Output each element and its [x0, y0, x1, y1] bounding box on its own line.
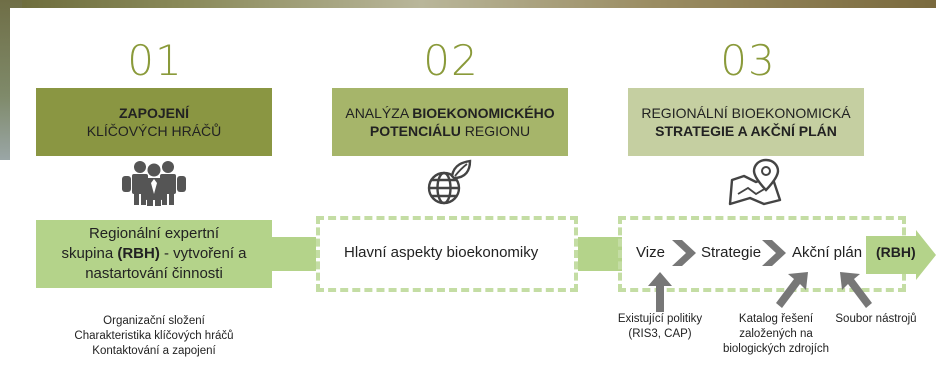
step-number-2: 02 [423, 36, 479, 85]
solutions-catalog-input: Katalog řešení založených na biologickýc… [716, 312, 836, 357]
step-header-1-text: KLÍČOVÝCH HRÁČŮ [86, 123, 222, 139]
step-header-2-bold1: BIOEKONOMICKÉHO [412, 105, 555, 121]
step-header-2: ANALÝZA BIOEKONOMICKÉHO POTENCIÁLU REGIO… [332, 88, 568, 156]
step-number-3: 03 [720, 36, 776, 85]
expert-group-rbh: (RBH) [117, 245, 160, 262]
step-header-3-bold: STRATEGIE A AKČNÍ PLÁN [655, 123, 837, 139]
people-group-icon [122, 161, 186, 206]
solutions-catalog-line3: biologických zdrojích [722, 343, 830, 355]
solutions-catalog-line2: založených na [739, 328, 813, 340]
step1-note-1: Organizační složení [103, 315, 205, 327]
step2-dashed-box [316, 216, 578, 292]
arrow-up-left-icon [840, 272, 872, 308]
step-header-1: ZAPOJENÍ KLÍČOVÝCH HRÁČŮ [36, 88, 272, 156]
step-header-2-post: REGIONU [460, 123, 531, 139]
step1-note-2: Charakteristika klíčových hráčů [74, 330, 234, 342]
arrow-up-icon [648, 272, 672, 312]
existing-policies-line2: (RIS3, CAP) [628, 328, 692, 340]
vision-item: Vize [636, 244, 665, 261]
existing-policies-line1: Existující politiky [617, 313, 703, 325]
bioeconomy-aspects-label: Hlavní aspekty bioekonomiky [344, 244, 539, 261]
map-pin-icon [728, 158, 782, 206]
toolkit-input: Soubor nástrojů [826, 312, 926, 327]
step1-note-3: Kontaktování a zapojení [92, 345, 216, 357]
rbh-arrow-label: (RBH) [876, 244, 916, 260]
strategy-item: Strategie [701, 244, 762, 261]
step-number-1: 01 [127, 36, 183, 85]
step1-notes: Organizační složení Charakteristika klíč… [36, 314, 272, 359]
expert-group-line3: nastartování činnosti [85, 265, 223, 282]
chevron-right-icon [672, 240, 696, 266]
connector-1-2 [272, 237, 316, 271]
expert-group-box: Regionální expertní skupina (RBH) - vytv… [36, 220, 272, 288]
chevron-right-icon [762, 240, 786, 266]
step-header-3-line1: REGIONÁLNÍ BIOEKONOMICKÁ [641, 105, 851, 121]
existing-policies-input: Existující politiky (RIS3, CAP) [600, 312, 720, 342]
arrow-up-right-icon [776, 272, 808, 308]
solutions-catalog-line1: Katalog řešení [738, 313, 814, 325]
step-header-1-bold: ZAPOJENÍ [118, 105, 189, 121]
connector-2-3 [578, 237, 622, 271]
step-header-2-bold2: POTENCIÁLU [369, 123, 461, 139]
step-header-3: REGIONÁLNÍ BIOEKONOMICKÁ STRATEGIE A AKČ… [628, 88, 864, 156]
toolkit-line1: Soubor nástrojů [835, 313, 917, 325]
expert-group-line2-pre: skupina [61, 245, 118, 262]
expert-group-line1: Regionální expertní [88, 225, 220, 242]
expert-group-line2-post: - vytvoření a [159, 245, 247, 262]
rbh-arrow [866, 230, 936, 280]
action-plan-item: Akční plán [792, 244, 863, 261]
step-header-2-pre: ANALÝZA [345, 105, 413, 121]
globe-leaf-icon [427, 159, 472, 205]
